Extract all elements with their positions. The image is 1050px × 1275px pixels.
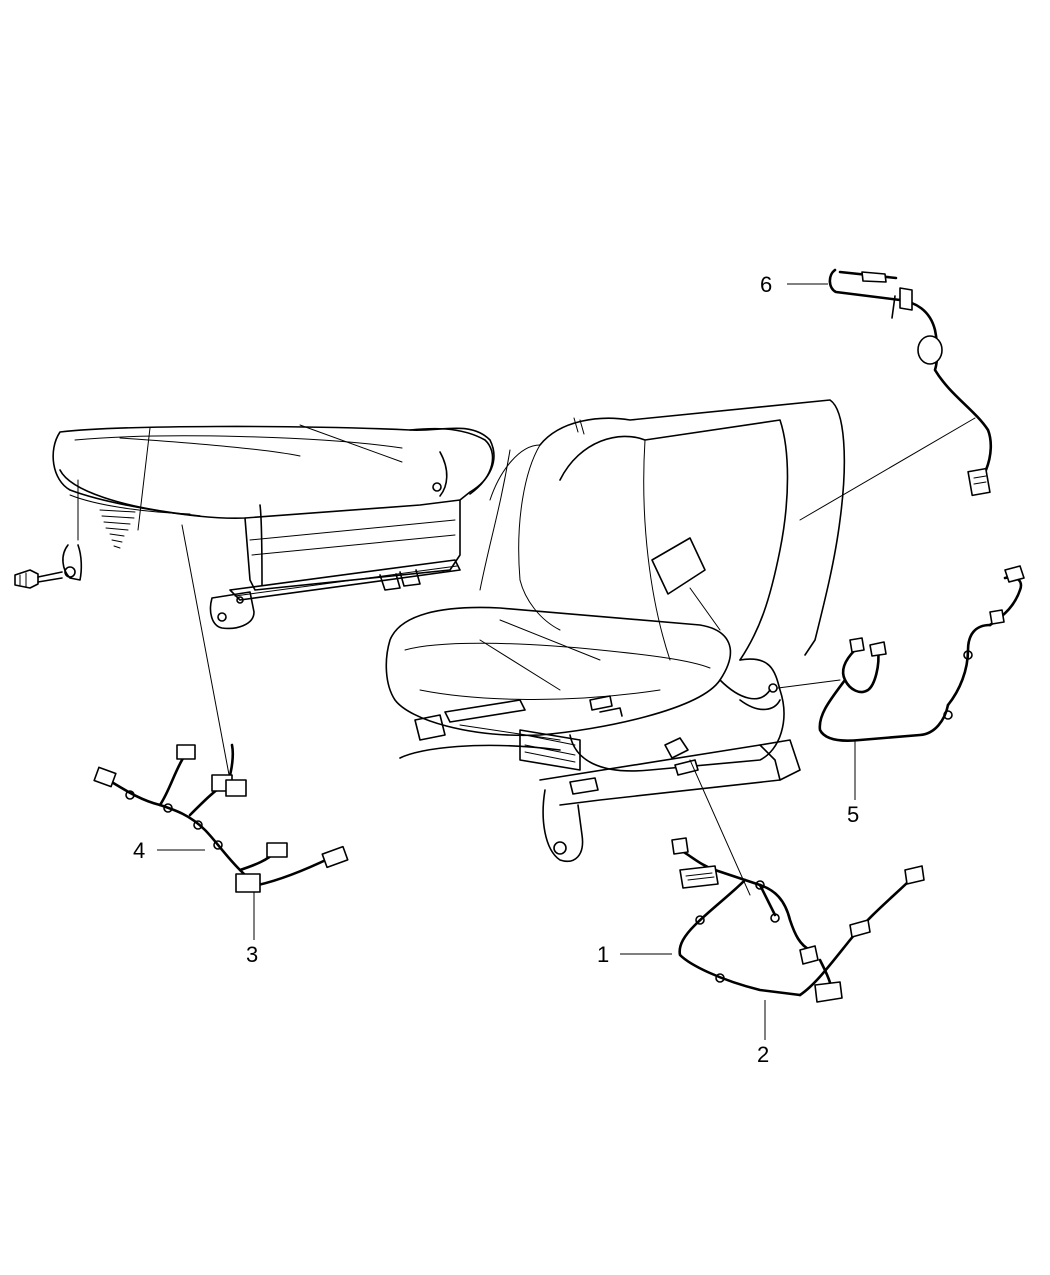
center-seat xyxy=(385,399,976,896)
callout-3: 3 xyxy=(246,892,258,967)
callout-label-5: 5 xyxy=(847,802,859,827)
callout-4: 4 xyxy=(133,838,205,863)
seatbelt-harness xyxy=(818,565,1025,742)
seat-track-harness xyxy=(671,837,925,1003)
callout-label-4: 4 xyxy=(133,838,145,863)
callout-label-1: 1 xyxy=(597,942,609,967)
callout-1: 1 xyxy=(597,942,672,967)
callout-label-2: 2 xyxy=(757,1042,769,1067)
callout-6: 6 xyxy=(760,272,828,297)
left-seat-harness xyxy=(93,743,349,893)
left-seat-cushion xyxy=(14,424,495,781)
callout-label-3: 3 xyxy=(246,942,258,967)
barcode-label xyxy=(99,509,136,549)
callout-label-6: 6 xyxy=(760,272,772,297)
seatback-harness xyxy=(828,268,993,497)
callout-5: 5 xyxy=(847,740,859,827)
callout-2: 2 xyxy=(757,1000,769,1067)
